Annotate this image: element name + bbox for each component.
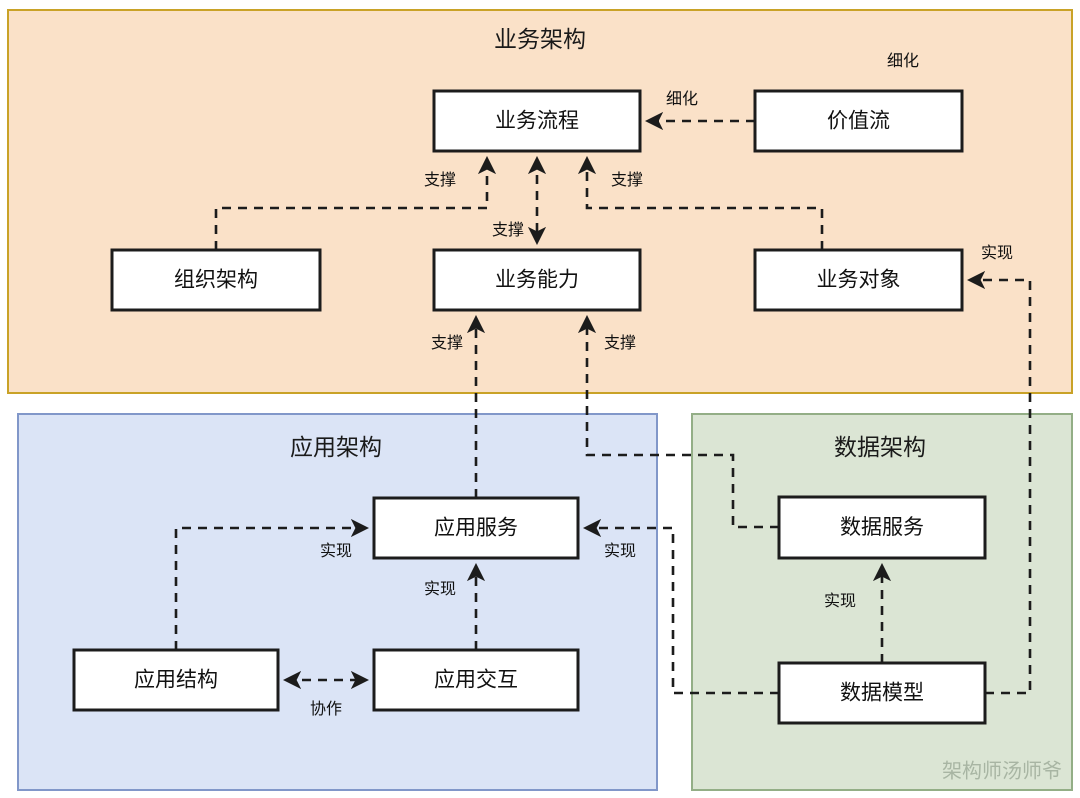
node-box-data-service[interactable] xyxy=(777,495,987,560)
node-business-process[interactable]: 业务流程 xyxy=(432,89,642,153)
panel-title-business: 业务架构 xyxy=(494,26,586,52)
watermark: 架构师汤师爷 xyxy=(942,759,1062,783)
node-label-business-process: 业务流程 xyxy=(495,110,579,133)
node-box-business-capability[interactable] xyxy=(432,248,642,312)
edge-data-service-to-business-capability-right xyxy=(577,314,779,529)
node-data-service[interactable]: 数据服务 xyxy=(777,495,987,560)
edge-labels-layer: 细化细化支撑支撑支撑支撑支撑实现实现实现协作实现实现 xyxy=(310,52,1013,718)
node-application-structure[interactable]: 应用结构 xyxy=(72,648,280,712)
node-label-application-interaction: 应用交互 xyxy=(434,669,518,692)
node-label-data-model: 数据模型 xyxy=(840,682,924,705)
node-box-application-service[interactable] xyxy=(372,496,580,560)
node-org-structure[interactable]: 组织架构 xyxy=(110,248,322,312)
edge-business-object-to-business-process xyxy=(577,155,824,250)
node-label-org-structure: 组织架构 xyxy=(174,269,258,292)
node-value-stream[interactable]: 价值流 xyxy=(753,89,964,153)
node-application-service[interactable]: 应用服务 xyxy=(372,496,580,560)
node-label-application-structure: 应用结构 xyxy=(134,669,218,692)
edge-label-data-model-to-business-object: 实现 xyxy=(981,244,1013,262)
panel-title-application: 应用架构 xyxy=(290,434,382,460)
node-label-business-capability: 业务能力 xyxy=(495,269,579,292)
edge-label-application-service-to-business-capability-left: 支撑 xyxy=(431,334,463,352)
edge-label-value-stream-top-label: 细化 xyxy=(887,52,919,70)
edge-data-model-to-application-service xyxy=(582,518,779,695)
node-label-value-stream: 价值流 xyxy=(827,110,890,133)
edge-label-business-capability-to-business-process: 支撑 xyxy=(492,221,524,239)
edge-label-business-object-to-business-process: 支撑 xyxy=(611,171,643,189)
node-application-interaction[interactable]: 应用交互 xyxy=(372,648,580,712)
panel-data: 数据架构 xyxy=(691,413,1073,791)
edge-label-application-structure-to-application-service: 实现 xyxy=(320,542,352,560)
node-box-business-object[interactable] xyxy=(753,248,964,312)
edge-org-structure-to-business-process xyxy=(214,155,497,250)
edge-label-value-stream-to-business-process: 细化 xyxy=(666,90,698,108)
edge-label-data-service-to-business-capability-right: 支撑 xyxy=(604,334,636,352)
node-label-business-object: 业务对象 xyxy=(817,269,901,292)
node-label-application-service: 应用服务 xyxy=(434,517,518,540)
node-box-data-model[interactable] xyxy=(777,661,987,725)
edge-label-org-structure-to-business-process: 支撑 xyxy=(424,171,456,189)
node-box-application-interaction[interactable] xyxy=(372,648,580,712)
edges-layer xyxy=(174,111,1032,695)
edge-label-data-model-to-data-service: 实现 xyxy=(824,592,856,610)
node-box-value-stream[interactable] xyxy=(753,89,964,153)
edge-label-data-model-to-application-service: 实现 xyxy=(604,542,636,560)
edge-label-application-interaction-to-application-service: 实现 xyxy=(424,580,456,598)
panel-title-data: 数据架构 xyxy=(834,434,926,460)
node-business-object[interactable]: 业务对象 xyxy=(753,248,964,312)
node-label-data-service: 数据服务 xyxy=(840,516,924,539)
panel-background-application xyxy=(17,413,658,791)
node-data-model[interactable]: 数据模型 xyxy=(777,661,987,725)
edge-data-model-to-business-object xyxy=(966,270,1032,695)
node-business-capability[interactable]: 业务能力 xyxy=(432,248,642,312)
node-box-application-structure[interactable] xyxy=(72,648,280,712)
node-box-business-process[interactable] xyxy=(432,89,642,153)
panel-application: 应用架构 xyxy=(17,413,658,791)
edge-label-application-structure-to-application-interaction: 协作 xyxy=(310,700,342,718)
edge-application-structure-to-application-service xyxy=(174,518,370,650)
node-box-org-structure[interactable] xyxy=(110,248,322,312)
panel-background-data xyxy=(691,413,1073,791)
